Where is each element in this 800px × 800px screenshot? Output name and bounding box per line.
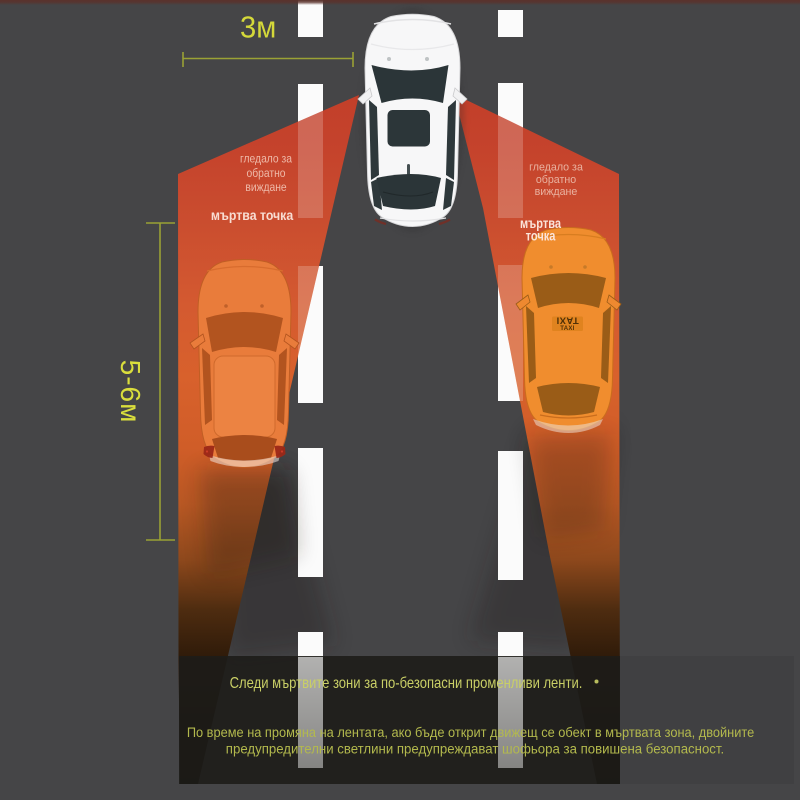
svg-text:Следи мъртвите зони за по-безо: Следи мъртвите зони за по-безопасни пром… xyxy=(230,675,583,693)
svg-text:TAXI: TAXI xyxy=(556,314,579,325)
svg-text:обратно: обратно xyxy=(246,167,285,180)
svg-text:мъртва точка: мъртва точка xyxy=(211,207,294,223)
svg-text:виждане: виждане xyxy=(245,181,286,194)
svg-text:По време на промяна на лентата: По време на промяна на лентата, ако бъде… xyxy=(187,724,754,740)
svg-text:виждане: виждане xyxy=(535,186,578,198)
svg-text:5-6м: 5-6м xyxy=(115,360,146,424)
svg-text:мъртва: мъртва xyxy=(520,216,561,231)
svg-text:точка: точка xyxy=(526,228,556,243)
svg-text:гледало за: гледало за xyxy=(240,153,293,166)
svg-text:3м: 3м xyxy=(240,11,276,45)
svg-text:обратно: обратно xyxy=(536,174,576,186)
svg-text:TAXI: TAXI xyxy=(560,326,574,332)
svg-text:предупредителни светлини преду: предупредителни светлини предупреждават … xyxy=(226,741,724,756)
svg-text:гледало за: гледало за xyxy=(529,162,584,174)
